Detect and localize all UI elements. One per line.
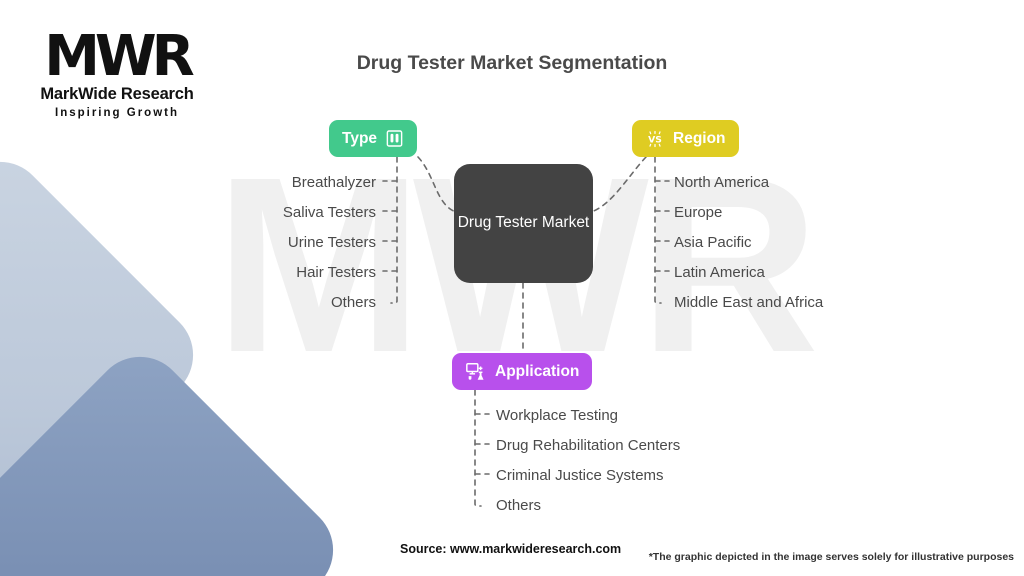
list-item: Breathalyzer [291, 174, 376, 191]
monitor-lab-icon [465, 361, 487, 383]
list-item: Others [330, 294, 376, 311]
logo: MWR MarkWide Research Inspiring Growth [22, 24, 212, 120]
branch-badge-application[interactable]: Application [452, 353, 593, 390]
list-item: Others [496, 497, 542, 514]
list-item: Hair Testers [296, 264, 376, 281]
list-item: Criminal Justice Systems [496, 467, 664, 484]
list-item: Workplace Testing [496, 407, 619, 424]
logo-company-name: MarkWide Research [40, 85, 194, 104]
page-title: Drug Tester Market Segmentation [356, 52, 668, 74]
list-item: North America [674, 174, 770, 191]
versus-sparkle-icon: VS [645, 129, 665, 149]
branch-label-application: Application [495, 362, 580, 380]
list-item: Saliva Testers [282, 204, 376, 221]
disclaimer-text: *The graphic depicted in the image serve… [648, 551, 1014, 563]
branch-label-region: Region [673, 129, 726, 147]
list-item: Drug Rehabilitation Centers [496, 437, 681, 454]
list-item: Asia Pacific [674, 234, 752, 251]
svg-text:VS: VS [648, 134, 662, 145]
source-label[interactable]: Source: www.markwideresearch.com [400, 542, 622, 556]
branch-badge-region[interactable]: VS Region [632, 120, 739, 157]
leaf-list-type: Breathalyzer Saliva Testers Urine Tester… [0, 168, 376, 318]
leaf-list-region: North America Europe Asia Pacific Latin … [674, 168, 823, 318]
logo-tagline: Inspiring Growth [55, 107, 179, 120]
logo-mark: MWR [44, 24, 195, 89]
center-node[interactable]: Drug Tester Market [454, 164, 593, 283]
branch-label-type: Type [342, 129, 378, 147]
center-node-label: Drug Tester Market [457, 214, 590, 232]
branch-badge-type[interactable]: Type [329, 120, 418, 157]
leaf-list-application: Workplace Testing Drug Rehabilitation Ce… [496, 401, 680, 521]
list-item: Latin America [674, 264, 765, 281]
list-item: Middle East and Africa [674, 294, 824, 311]
list-item: Europe [674, 204, 723, 221]
test-tubes-icon [385, 129, 404, 148]
list-item: Urine Testers [287, 234, 376, 251]
